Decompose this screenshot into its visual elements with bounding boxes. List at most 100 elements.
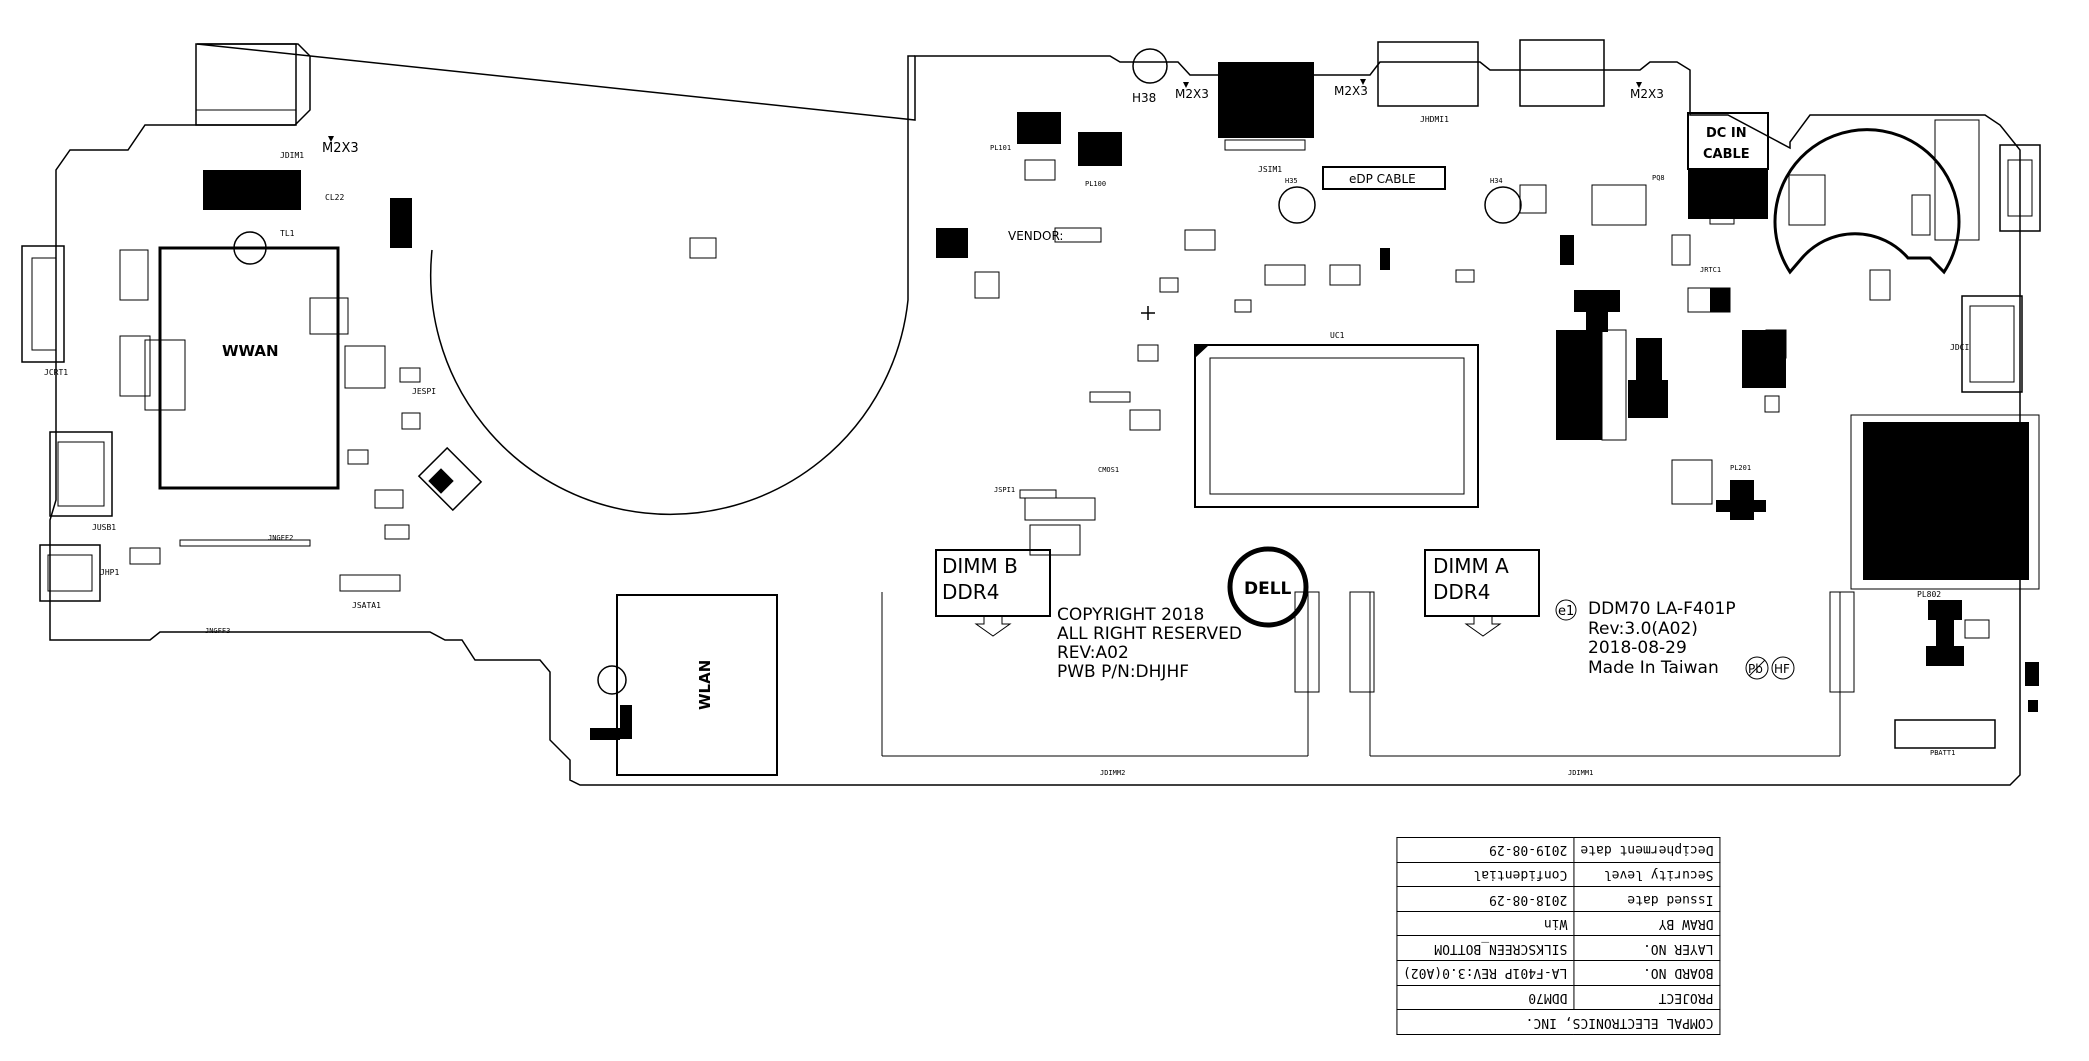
wlan-label: WLAN	[696, 660, 714, 710]
svg-text:CMOS1: CMOS1	[1098, 466, 1119, 474]
fan-cutout	[429, 55, 915, 515]
svg-text:M2X3: M2X3	[1334, 84, 1368, 98]
title-block-key: Issued date	[1573, 886, 1720, 912]
copyright-line4: PWB P/N:DHJHF	[1057, 662, 1189, 682]
cl22-label: CL22	[325, 193, 344, 202]
dell-logo-circle	[1227, 546, 1309, 628]
jdim1-connector	[195, 43, 297, 126]
dc-in-label-2: CABLE	[1703, 147, 1750, 162]
board-info-line3: 2018-08-29	[1588, 638, 1687, 658]
svg-text:JNGFF2: JNGFF2	[268, 534, 293, 542]
usb-connector-top	[1519, 39, 1605, 107]
svg-text:H35: H35	[1285, 177, 1298, 185]
board-info-line2: Rev:3.0(A02)	[1588, 619, 1698, 639]
svg-text:PL201: PL201	[1730, 464, 1751, 472]
dimm-b-label-2: DDR4	[942, 580, 999, 604]
jsata1-connector	[339, 574, 401, 592]
title-block-value: LA-F401P REV:3.0(A02)	[1396, 960, 1574, 986]
svg-text:JRTC1: JRTC1	[1700, 266, 1721, 274]
dimm-b-label-1: DIMM B	[942, 554, 1018, 578]
usb-connector-right	[1999, 144, 2041, 232]
title-block-key: LAYER NO.	[1573, 936, 1720, 961]
wlan-screw-hole	[597, 665, 627, 695]
title-block-value: SILKSCREEN_BOTTOM	[1396, 936, 1574, 961]
title-block-value: 2018-08-29	[1396, 886, 1574, 912]
svg-text:UC1: UC1	[1330, 331, 1345, 340]
vendor-box	[1054, 227, 1102, 243]
title-block: COMPAL ELECTRONICS, INC. PROJECT DDM70 B…	[1396, 837, 1720, 1035]
title-block-row: LAYER NO. SILKSCREEN_BOTTOM	[1396, 936, 1720, 961]
svg-text:PL802: PL802	[1917, 590, 1941, 599]
svg-text:JUSB1: JUSB1	[92, 523, 116, 532]
title-block-row: Issued date 2018-08-29	[1396, 886, 1720, 912]
dimm-a-label-1: DIMM A	[1433, 554, 1509, 578]
svg-text:JDCI: JDCI	[1950, 343, 1969, 352]
svg-text:PL101: PL101	[990, 144, 1011, 152]
svg-text:JHDMI1: JHDMI1	[1420, 115, 1449, 124]
title-block-value: Confidential	[1396, 862, 1574, 887]
svg-text:JSIM1: JSIM1	[1258, 165, 1282, 174]
hf-mark	[1771, 656, 1795, 680]
svg-text:H34: H34	[1490, 177, 1503, 185]
dimm2-slot	[881, 592, 1309, 757]
edp-cable-label: eDP CABLE	[1349, 172, 1416, 186]
flex-connector	[203, 170, 301, 210]
jusb1-connector	[49, 431, 113, 517]
pb-free-mark	[1745, 656, 1769, 680]
vendor-label: VENDOR:	[1008, 229, 1063, 243]
title-block-row: DRAW BY Win	[1396, 911, 1720, 936]
svg-text:M2X3: M2X3	[1175, 87, 1209, 101]
dimm-a-label-2: DDR4	[1433, 580, 1490, 604]
svg-text:JSATA1: JSATA1	[352, 601, 381, 610]
title-block-row: Security level Confidential	[1396, 862, 1720, 887]
wwan-label: WWAN	[222, 342, 279, 360]
title-block-key: Decipherment date	[1573, 837, 1720, 863]
dc-in-label-1: DC IN	[1706, 126, 1747, 141]
svg-text:JDIMM2: JDIMM2	[1100, 769, 1125, 777]
cpu-footprint	[1194, 344, 1479, 508]
title-block-value: 2019-08-29	[1396, 837, 1574, 863]
dimm-b-box	[935, 549, 1051, 617]
title-block-key: DRAW BY	[1573, 911, 1720, 936]
board-info-line4: Made In Taiwan	[1588, 658, 1719, 678]
jdim1-label: JDIM1	[280, 151, 304, 160]
dimm1-slot	[1369, 592, 1841, 757]
title-block-row: BOARD NO. LA-F401P REV:3.0(A02)	[1396, 960, 1720, 986]
title-block-value: Win	[1396, 911, 1574, 936]
svg-text:PBATT1: PBATT1	[1930, 749, 1955, 757]
svg-text:PQ8: PQ8	[1652, 174, 1665, 182]
svg-text:JNGFF3: JNGFF3	[205, 627, 230, 635]
edp-cable-box	[1322, 166, 1446, 190]
title-block-row: Decipherment date 2019-08-29	[1396, 837, 1720, 863]
dell-logo-text: DELL	[1244, 579, 1292, 599]
h34-screw	[1484, 186, 1522, 224]
copyright-line3: REV:A02	[1057, 643, 1129, 663]
jcrt1-connector	[21, 245, 65, 363]
chip-block-top	[1218, 62, 1314, 138]
wwan-module	[158, 246, 340, 490]
dimm-a-box	[1424, 549, 1540, 617]
copyright-line1: COPYRIGHT 2018	[1057, 605, 1204, 625]
svg-text:JDIMM1: JDIMM1	[1568, 769, 1593, 777]
h38-screw	[1132, 48, 1168, 84]
jhp1-connector	[39, 544, 101, 602]
e1-text: e1	[1558, 604, 1574, 619]
large-ic	[1850, 414, 2040, 590]
svg-text:PL100: PL100	[1085, 180, 1106, 188]
rtc-battery-outline	[1773, 128, 1961, 275]
hf-text: HF	[1774, 662, 1790, 676]
svg-text:TL1: TL1	[280, 229, 295, 238]
title-block-company: COMPAL ELECTRONICS, INC.	[1396, 1009, 1720, 1035]
svg-text:M2X3: M2X3	[1630, 87, 1664, 101]
fan-connector	[417, 446, 483, 512]
board-info-line1: DDM70 LA-F401P	[1588, 599, 1736, 619]
h35-screw	[1278, 186, 1316, 224]
title-block-key: Security level	[1573, 862, 1720, 887]
pbatt1-connector	[1894, 719, 1996, 749]
title-block-key: BOARD NO.	[1573, 960, 1720, 986]
svg-text:H38: H38	[1132, 91, 1156, 105]
copyright-line2: ALL RIGHT RESERVED	[1057, 624, 1242, 644]
e1-mark	[1555, 599, 1577, 621]
board-outline	[49, 43, 2021, 786]
svg-text:JCRT1: JCRT1	[44, 368, 68, 377]
